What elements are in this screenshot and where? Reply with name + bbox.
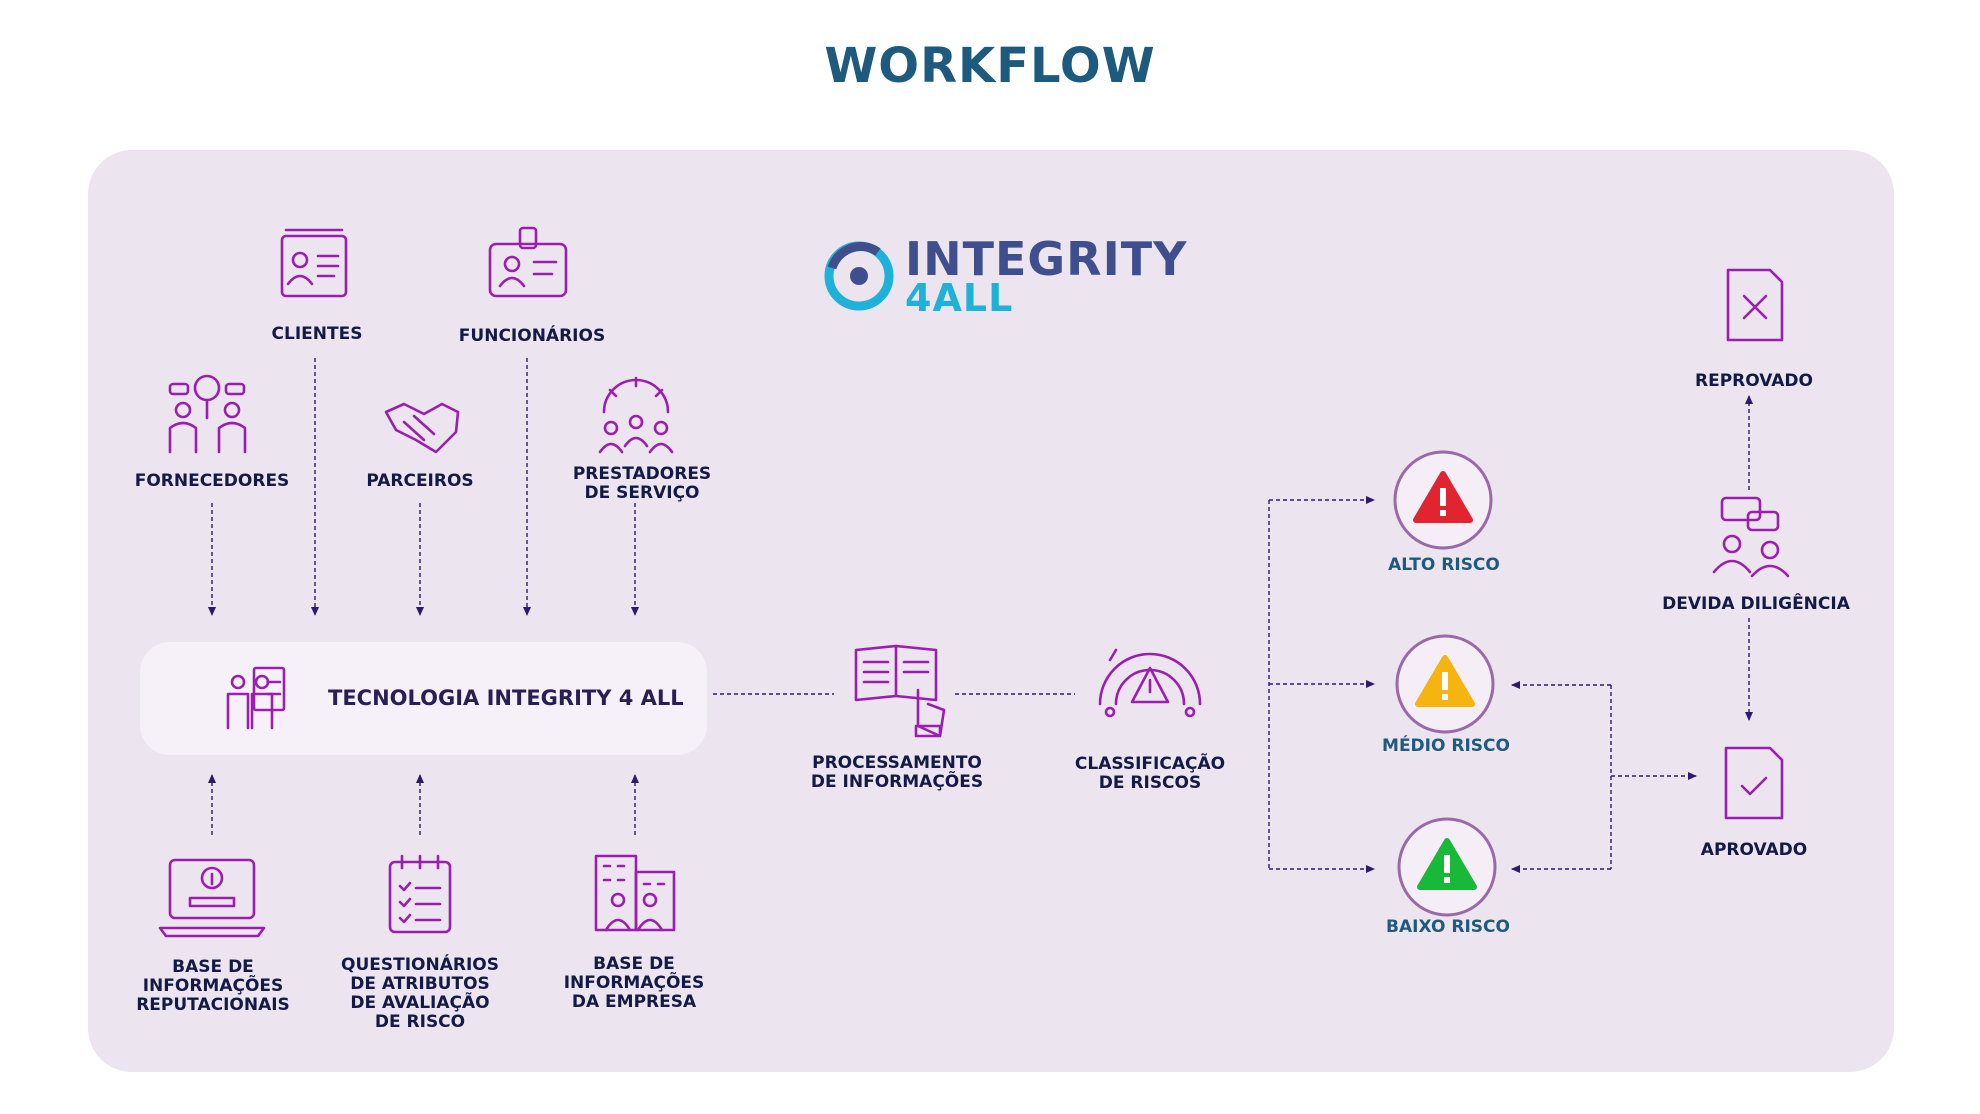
rejected-document-icon <box>1726 268 1784 342</box>
label-processamento: PROCESSAMENTO DE INFORMAÇÕES <box>810 753 984 792</box>
integrity-logo-icon <box>824 241 894 311</box>
brand-suffix: 4ALL <box>905 276 1014 320</box>
brand-name: INTEGRITY <box>905 232 1188 286</box>
label-aprovado: APROVADO <box>1700 840 1808 860</box>
label-clientes: CLIENTES <box>271 324 363 344</box>
core-technology-box <box>140 642 707 755</box>
label-parceiros: PARCEIROS <box>366 471 474 491</box>
handshake-icon <box>384 402 460 454</box>
due-diligence-icon <box>1712 496 1790 578</box>
presentation-icon <box>226 666 286 730</box>
label-medio-risco: MÉDIO RISCO <box>1382 736 1510 756</box>
exclamation-icon <box>1440 488 1446 506</box>
book-processing-icon <box>854 644 946 738</box>
medio-risco-badge <box>1395 634 1495 734</box>
service-providers-icon <box>598 376 674 454</box>
exclamation-icon <box>1442 672 1448 690</box>
label-alto-risco: ALTO RISCO <box>1388 555 1500 575</box>
client-card-icon <box>280 228 348 298</box>
checklist-icon <box>388 854 452 934</box>
label-base-empresa: BASE DE INFORMAÇÕES DA EMPRESA <box>563 954 705 1012</box>
company-building-icon <box>594 854 676 932</box>
label-base-reputacional: BASE DE INFORMAÇÕES REPUTACIONAIS <box>136 957 290 1015</box>
label-questionarios: QUESTIONÁRIOS DE ATRIBUTOS DE AVALIAÇÃO … <box>341 955 499 1032</box>
connectors <box>208 358 1753 873</box>
label-fornecedores: FORNECEDORES <box>134 471 290 491</box>
label-baixo-risco: BAIXO RISCO <box>1386 917 1510 937</box>
label-reprovado: REPROVADO <box>1695 371 1813 391</box>
label-devida-diligencia: DEVIDA DILIGÊNCIA <box>1662 594 1850 614</box>
approved-document-icon <box>1724 746 1784 820</box>
exclamation-icon <box>1444 855 1450 873</box>
page-title: WORKFLOW <box>824 38 1156 94</box>
label-prestadores: PRESTADORES DE SERVIÇO <box>572 464 712 503</box>
alto-risco-badge <box>1393 450 1493 550</box>
laptop-info-icon <box>158 858 266 938</box>
baixo-risco-badge <box>1397 817 1497 917</box>
employee-badge-icon <box>488 226 568 298</box>
risk-gauge-icon <box>1098 648 1202 718</box>
suppliers-icon <box>168 374 247 454</box>
label-classificacao: CLASSIFICAÇÃO DE RISCOS <box>1074 754 1226 793</box>
label-funcionarios: FUNCIONÁRIOS <box>458 326 606 346</box>
core-technology-label: TECNOLOGIA INTEGRITY 4 ALL <box>328 686 684 710</box>
